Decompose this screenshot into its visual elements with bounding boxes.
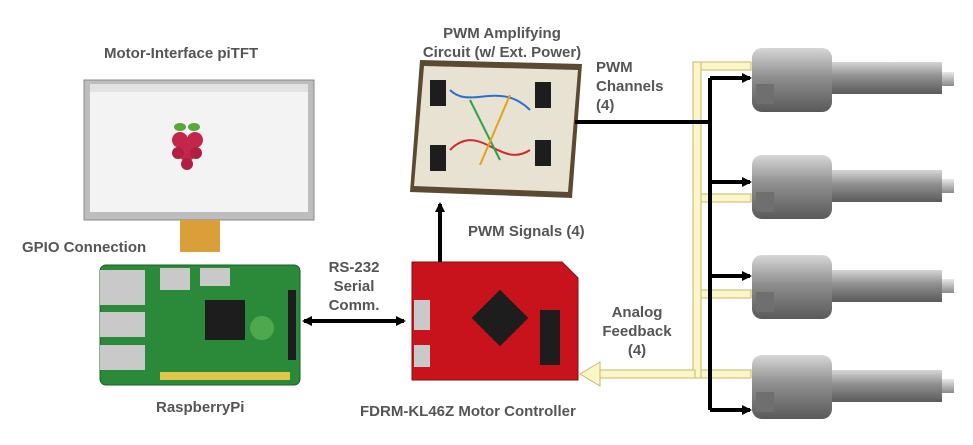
- pwm-breadboard: [410, 60, 582, 198]
- pwm-channels-label: PWM Channels (4): [596, 58, 664, 115]
- pwm-circuit-line2: Circuit (w/ Ext. Power): [422, 44, 582, 61]
- analog-feedback-label: Analog Feedback (4): [592, 303, 682, 360]
- pwm-channels-line2: Channels: [596, 78, 664, 95]
- pitft-display: [83, 79, 315, 252]
- actuator-1: [752, 48, 954, 112]
- actuator-2: [752, 155, 954, 219]
- actuator-4: [752, 355, 954, 419]
- analog-line1: Analog: [611, 304, 663, 321]
- rs232-line2: Serial: [333, 278, 375, 295]
- tft-title: Motor-Interface piTFT: [104, 45, 259, 62]
- raspberrypi-board: [99, 264, 301, 386]
- actuator-3: [752, 255, 954, 319]
- raspberry-logo-icon: [172, 123, 203, 170]
- pwm-circuit-line1: PWM Amplifying: [443, 25, 561, 42]
- analog-line3: (4): [627, 342, 647, 359]
- pwm-channels-line3: (4): [596, 97, 615, 114]
- raspberrypi-label: RaspberryPi: [156, 399, 245, 416]
- pwm-channels-line1: PWM: [596, 59, 633, 76]
- gpio-label: GPIO Connection: [22, 239, 147, 256]
- ribbon-cable: [180, 220, 220, 252]
- rs232-label: RS-232 Serial Comm.: [314, 258, 394, 315]
- controller-label: FDRM-KL46Z Motor Controller: [360, 403, 576, 420]
- pwm-signals-label: PWM Signals (4): [468, 223, 585, 240]
- frdm-board: [411, 261, 579, 381]
- pwm-channel-bus: [575, 73, 752, 415]
- rs232-line3: Comm.: [328, 297, 380, 314]
- rs232-line1: RS-232: [328, 259, 380, 276]
- pwm-circuit-title: PWM Amplifying Circuit (w/ Ext. Power): [402, 24, 602, 62]
- analog-line2: Feedback: [602, 323, 672, 340]
- analog-feedback-bus: [579, 61, 752, 387]
